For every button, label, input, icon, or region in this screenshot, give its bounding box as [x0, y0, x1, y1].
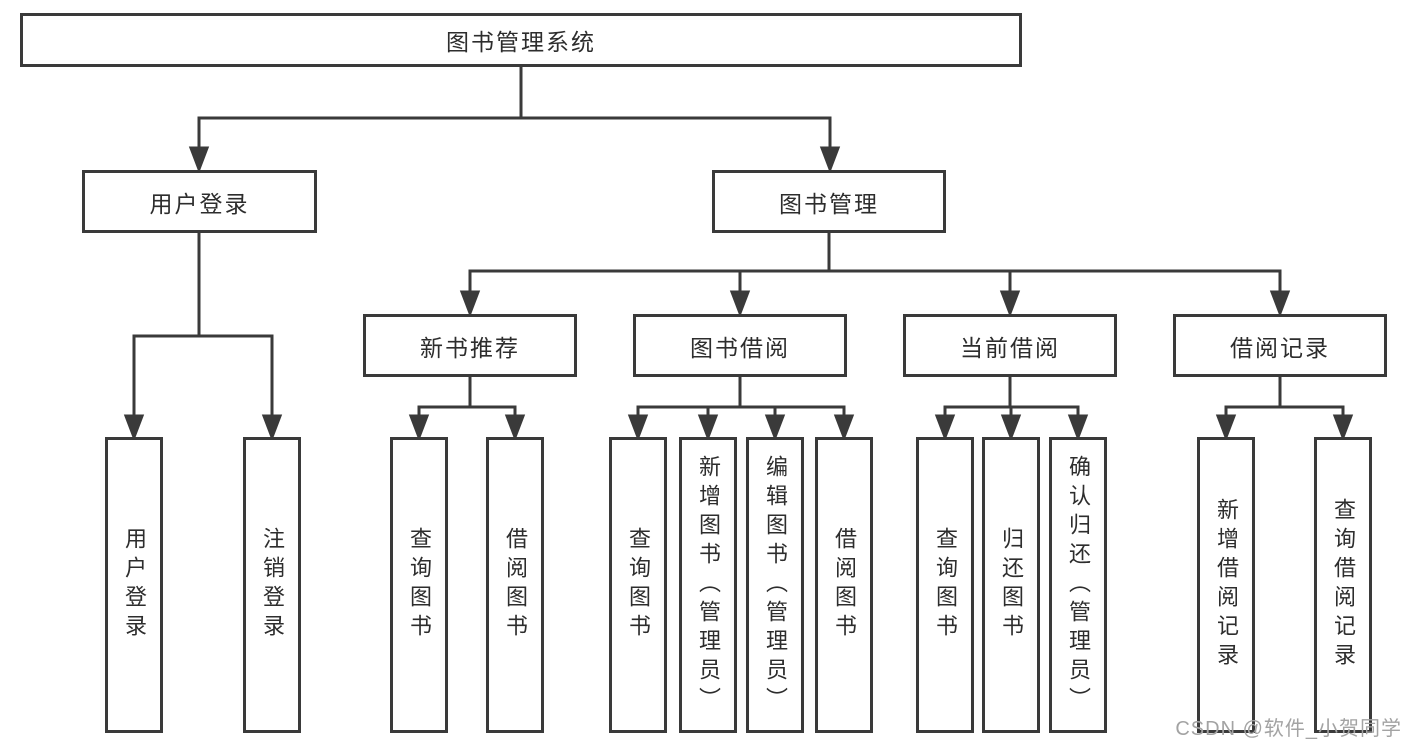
node-cb-query-book-label: 查询图书: [933, 527, 958, 643]
connector-book-management-to-level3: [459, 233, 1291, 318]
node-cb-confirm-return: 确认归还（管理员）: [1049, 437, 1107, 733]
node-user-login: 用户登录: [82, 170, 317, 233]
node-bb-query-book: 查询图书: [609, 437, 667, 733]
node-bb-borrow-book: 借阅图书: [815, 437, 873, 733]
arrowhead: [408, 414, 430, 442]
arrowhead: [1215, 414, 1237, 442]
node-br-query-record: 查询借阅记录: [1314, 437, 1372, 733]
node-root: 图书管理系统: [20, 13, 1022, 67]
node-book-borrow: 图书借阅: [633, 314, 847, 377]
node-book-borrow-label: 图书借阅: [690, 334, 790, 361]
node-borrow-records-label: 借阅记录: [1230, 334, 1330, 361]
node-cb-confirm-return-label: 确认归还（管理员）: [1066, 454, 1091, 716]
connector-book-borrow-to-children: [627, 377, 855, 442]
node-bb-edit-book: 编辑图书（管理员）: [746, 437, 804, 733]
arrowhead: [1000, 414, 1022, 442]
node-nb-query-book-label: 查询图书: [407, 527, 432, 643]
arrowhead: [1067, 414, 1089, 442]
node-root-label: 图书管理系统: [446, 29, 596, 55]
node-user-login-label: 用户登录: [149, 190, 250, 217]
node-nb-borrow-book: 借阅图书: [486, 437, 544, 733]
arrowhead: [1332, 414, 1354, 442]
node-bb-add-book-label: 新增图书（管理员）: [696, 454, 721, 716]
arrowhead: [999, 290, 1021, 318]
node-new-book-recommend-label: 新书推荐: [420, 334, 520, 361]
connector-current-borrow-to-children: [934, 377, 1089, 442]
node-user-login-action: 用户登录: [105, 437, 163, 733]
node-br-add-record-label: 新增借阅记录: [1214, 498, 1239, 672]
node-nb-borrow-book-label: 借阅图书: [503, 527, 528, 643]
node-cb-return-book: 归还图书: [982, 437, 1040, 733]
node-current-borrow: 当前借阅: [903, 314, 1117, 377]
node-bb-query-book-label: 查询图书: [626, 527, 651, 643]
arrowhead: [764, 414, 786, 442]
arrowhead: [833, 414, 855, 442]
node-logout-label: 注销登录: [260, 527, 285, 643]
arrowhead: [627, 414, 649, 442]
node-br-query-record-label: 查询借阅记录: [1331, 498, 1356, 672]
arrowhead: [504, 414, 526, 442]
arrowhead: [123, 414, 145, 442]
node-bb-edit-book-label: 编辑图书（管理员）: [763, 454, 788, 716]
node-cb-return-book-label: 归还图书: [999, 527, 1024, 643]
arrowhead: [1269, 290, 1291, 318]
connector-new-book-to-children: [408, 377, 526, 442]
arrowhead: [261, 414, 283, 442]
arrowhead: [934, 414, 956, 442]
arrowhead: [188, 146, 210, 174]
node-logout: 注销登录: [243, 437, 301, 733]
node-book-management-label: 图书管理: [779, 190, 879, 217]
node-new-book-recommend: 新书推荐: [363, 314, 577, 377]
node-cb-query-book: 查询图书: [916, 437, 974, 733]
node-nb-query-book: 查询图书: [390, 437, 448, 733]
node-bb-add-book: 新增图书（管理员）: [679, 437, 737, 733]
connector-root-to-level2: [188, 66, 841, 174]
node-current-borrow-label: 当前借阅: [960, 334, 1060, 361]
node-user-login-action-label: 用户登录: [122, 527, 147, 643]
node-book-management: 图书管理: [712, 170, 946, 233]
arrowhead: [697, 414, 719, 442]
arrowhead: [459, 290, 481, 318]
arrowhead: [819, 146, 841, 174]
connector-records-to-children: [1215, 377, 1354, 442]
csdn-watermark: CSDN @软件_小贺同学: [1175, 718, 1402, 740]
node-br-add-record: 新增借阅记录: [1197, 437, 1255, 733]
arrowhead: [729, 290, 751, 318]
connector-user-login-to-children: [123, 233, 283, 442]
node-borrow-records: 借阅记录: [1173, 314, 1387, 377]
node-bb-borrow-book-label: 借阅图书: [832, 527, 857, 643]
